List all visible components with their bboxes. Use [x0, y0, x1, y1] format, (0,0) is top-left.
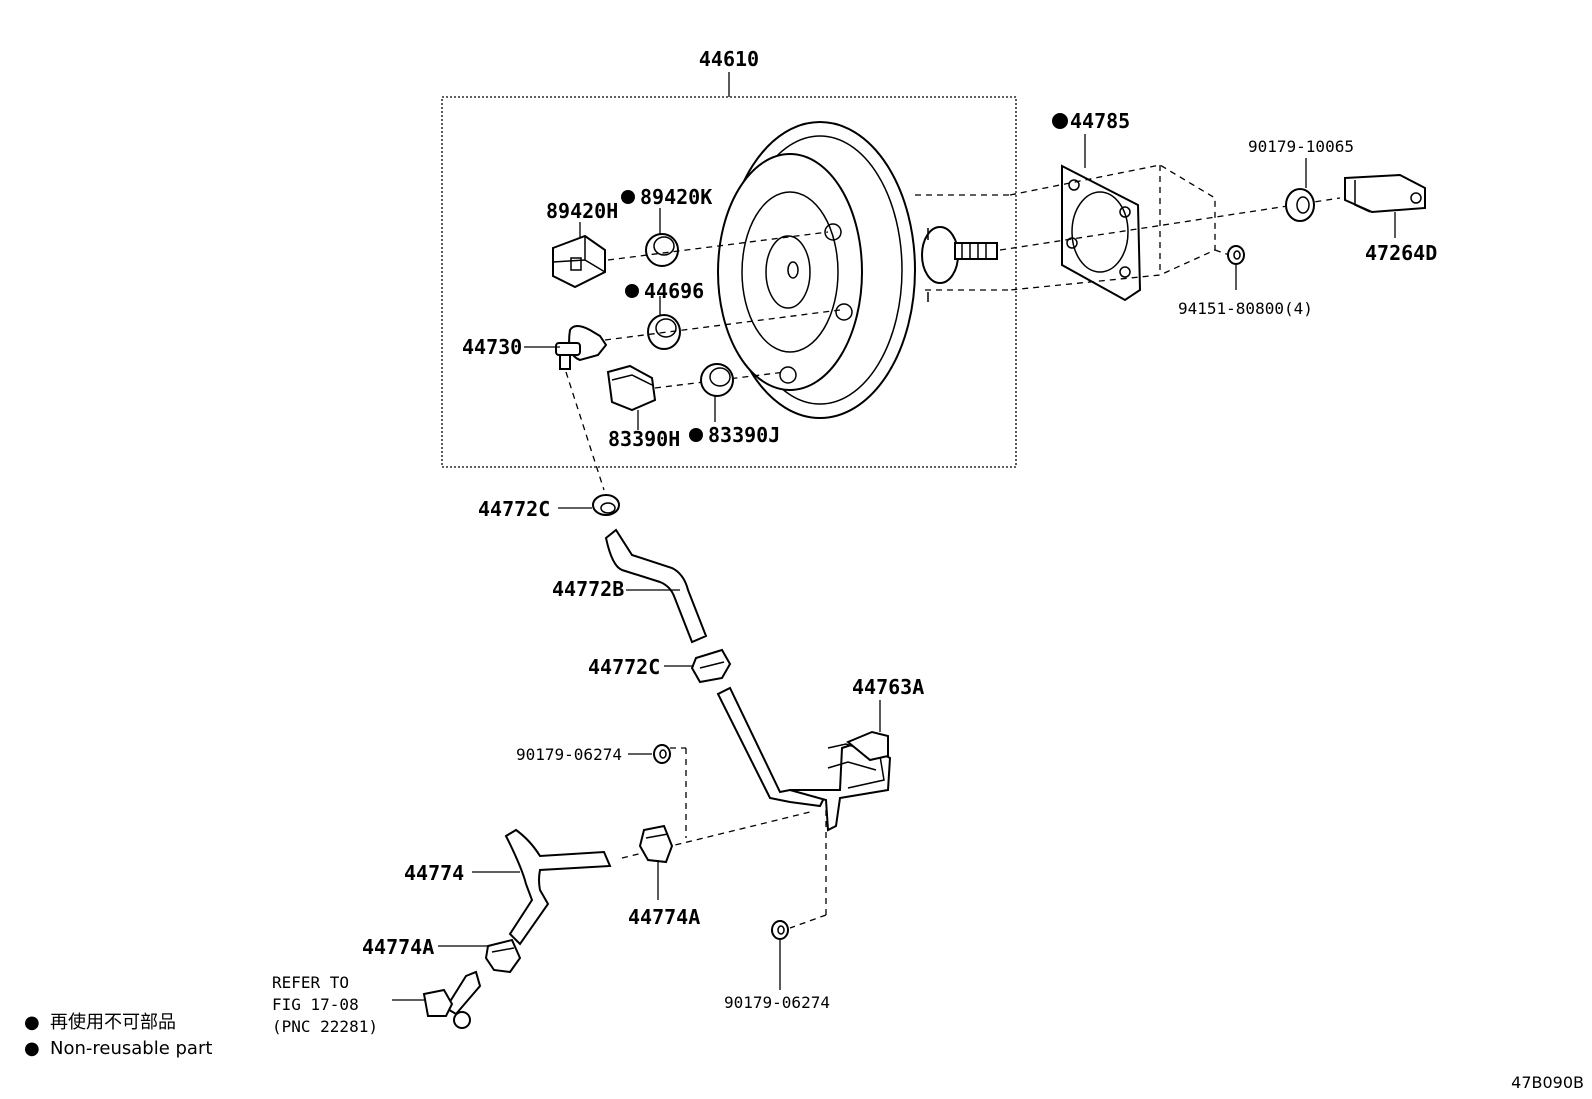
- label-44774: 44774: [404, 861, 464, 885]
- brake-booster: [717, 121, 998, 419]
- label-83390J: 83390J: [708, 423, 780, 447]
- clip-44772C-bottom: [664, 648, 732, 684]
- label-44772B: 44772B: [552, 577, 624, 601]
- fitting-ref-17-08: [392, 970, 482, 1029]
- label-44772C-bottom: 44772C: [588, 655, 660, 679]
- clevis-47264D: [1344, 173, 1426, 238]
- grommet-89420K: [645, 208, 679, 267]
- assembly-44610-group: 44610: [441, 47, 1017, 468]
- legend-symbol-en: ●: [24, 1038, 40, 1059]
- projection-lines: [915, 164, 1341, 291]
- refer-line3: (PNC 22281): [272, 1017, 378, 1036]
- nut-90179-06274-upper: [628, 744, 671, 764]
- hose-44772B: [604, 528, 708, 644]
- legend-text-en: Non-reusable part: [50, 1038, 212, 1059]
- refer-line1: REFER TO: [272, 973, 349, 992]
- gasket-44785: [1061, 134, 1142, 302]
- legend-symbol-ja: ●: [24, 1012, 40, 1033]
- nut-94151-80800: [1227, 245, 1245, 290]
- pipe-44763A: [716, 686, 892, 832]
- label-44696: 44696: [644, 279, 704, 303]
- figure-code: 47B090B: [1511, 1073, 1584, 1092]
- connector-83390H: [606, 364, 657, 430]
- label-90179-10065: 90179-10065: [1248, 137, 1354, 156]
- nut-90179-10065: [1285, 158, 1315, 222]
- label-90179-06274-lower: 90179-06274: [724, 993, 830, 1012]
- label-83390H: 83390H: [608, 427, 680, 451]
- grommet-44696: [647, 296, 681, 350]
- grommet-83390J: [700, 363, 734, 422]
- check-valve-44730: [524, 325, 608, 370]
- label-44730: 44730: [462, 335, 522, 359]
- label-44610: 44610: [699, 47, 759, 71]
- clip-44774A-lower: [438, 938, 522, 974]
- nut-90179-06274-lower: [771, 920, 789, 990]
- label-44774A-middle: 44774A: [628, 905, 700, 929]
- label-44774A-lower: 44774A: [362, 935, 434, 959]
- label-44763A: 44763A: [852, 675, 924, 699]
- label-89420K: 89420K: [640, 185, 712, 209]
- legend-text-ja: 再使用不可部品: [50, 1012, 176, 1033]
- legend: ● 再使用不可部品 ● Non-reusable part: [24, 1012, 212, 1059]
- hose-44774: [472, 828, 612, 946]
- refer-line2: FIG 17-08: [272, 995, 359, 1014]
- sensor-89420H: [552, 222, 606, 289]
- clip-44774A-middle: [638, 824, 674, 900]
- label-47264D: 47264D: [1365, 241, 1437, 265]
- clip-44772C-top: [558, 494, 620, 516]
- label-90179-06274-upper: 90179-06274: [516, 745, 622, 764]
- label-89420H: 89420H: [546, 199, 618, 223]
- label-94151-80800: 94151-80800(4): [1178, 299, 1313, 318]
- label-44785: 44785: [1070, 109, 1130, 133]
- label-44772C-top: 44772C: [478, 497, 550, 521]
